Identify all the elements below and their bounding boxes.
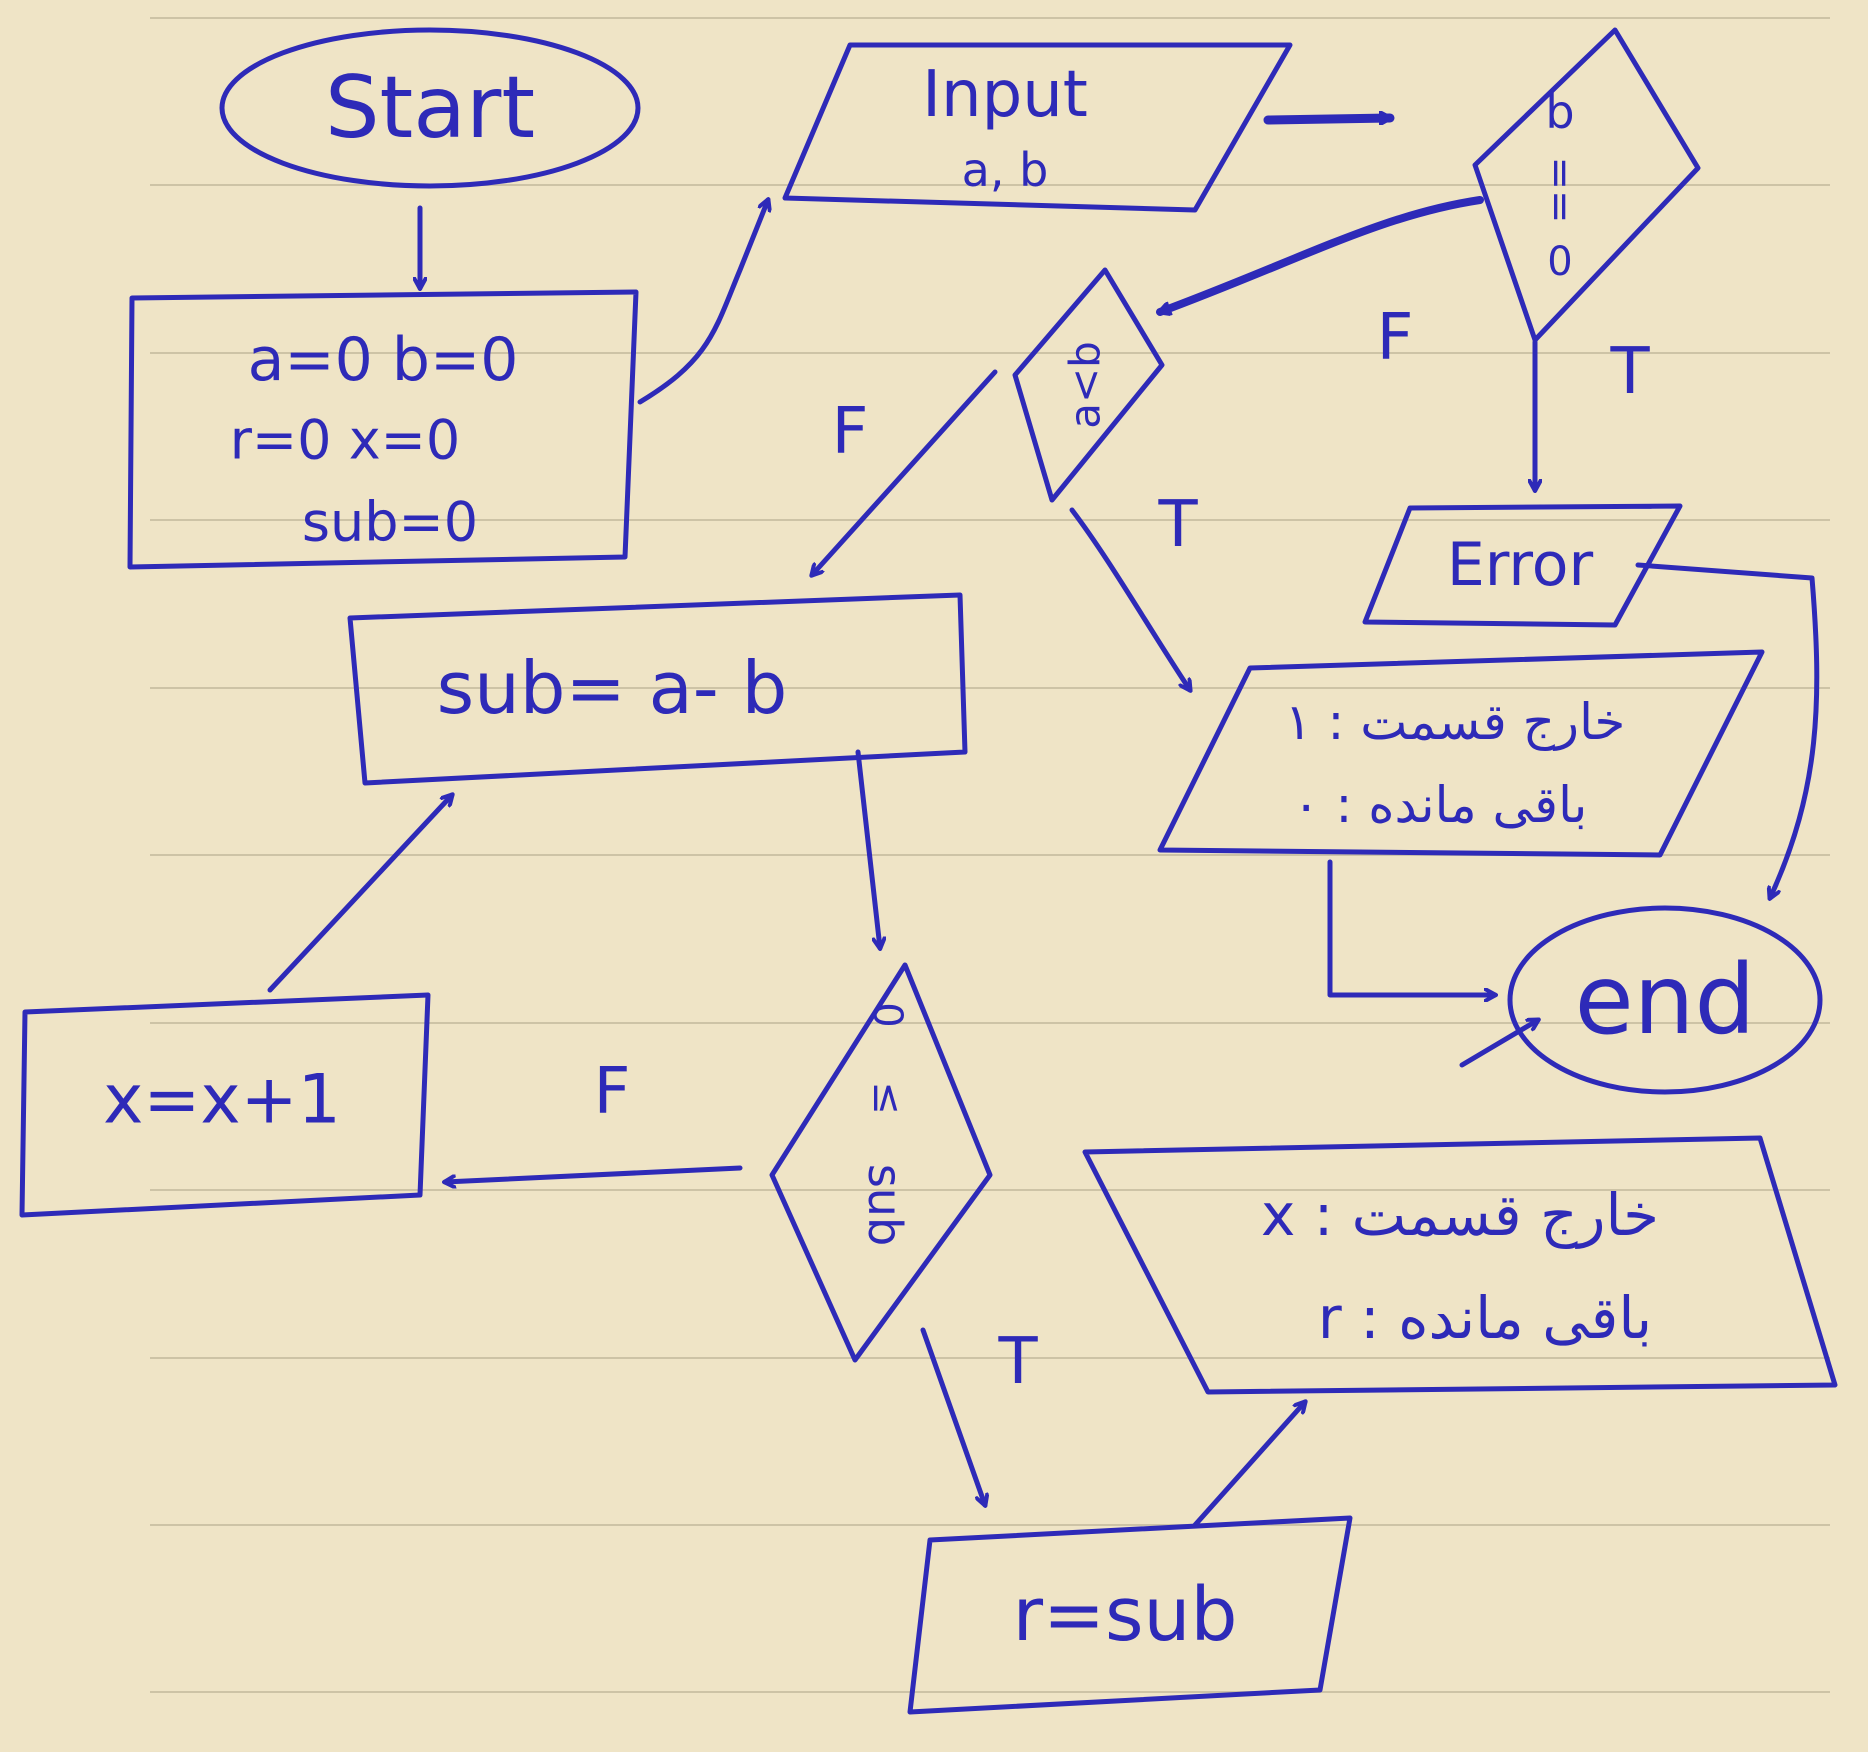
inc-x-label: x=x+1 — [103, 1061, 341, 1140]
init-line-2: r=0 x=0 — [230, 409, 461, 472]
output-2-line-1: خارج قسمت : x — [1261, 1181, 1659, 1249]
decision-b-zero-value: 0 — [1547, 239, 1572, 285]
decision-sub-value: 0 — [864, 1002, 910, 1027]
input-parallelogram: Input a, b — [782, 42, 1293, 213]
edge-assign-r-to-output-2 — [1192, 1402, 1305, 1528]
label-sub-false: F — [594, 1055, 631, 1129]
output-2-line-2: باقی مانده : r — [1318, 1284, 1652, 1352]
sub-calc-label: sub= a- b — [437, 646, 788, 730]
label-b-zero-true: T — [1609, 335, 1650, 409]
edge-error-to-end — [1635, 562, 1820, 898]
decision-a-lt-b-label: a<b — [1061, 341, 1110, 429]
label-a-lt-b-false: F — [832, 395, 869, 469]
label-b-zero-false: F — [1377, 301, 1414, 375]
error-label: Error — [1447, 530, 1594, 600]
decision-b-zero-var: b — [1545, 85, 1574, 139]
decision-b-zero-op: == — [1537, 156, 1583, 223]
edge-labels: T F F T F T — [594, 301, 1651, 1399]
output-1-line-1: خارج قسمت : ۱ — [1285, 693, 1625, 751]
edge-b-zero-false-to-a-lt-b — [1156, 196, 1484, 312]
sub-calc-process-box: sub= a- b — [347, 592, 968, 786]
inc-x-process-box: x=x+1 — [19, 992, 431, 1218]
edge-output-1-to-end — [1327, 859, 1495, 995]
edge-a-lt-b-true-to-output-1 — [1069, 507, 1190, 690]
edge-sub-to-sub-decision — [855, 749, 880, 948]
label-sub-true: T — [997, 1325, 1038, 1399]
input-label: Input — [922, 58, 1088, 132]
label-a-lt-b-true: T — [1157, 488, 1198, 562]
end-terminator: end — [1507, 905, 1823, 1095]
end-label: end — [1575, 944, 1756, 1056]
assign-r-label: r=sub — [1013, 1572, 1238, 1658]
output-remainder-zero: خارج قسمت : ۱ باقی مانده : ۰ — [1157, 649, 1765, 858]
edge-a-lt-b-false-to-sub — [812, 369, 998, 575]
start-label: Start — [325, 58, 535, 158]
edge-input-to-b-zero — [1263, 118, 1395, 120]
start-terminator: Start — [219, 27, 641, 189]
edge-init-to-input — [637, 200, 768, 405]
error-output: Error — [1362, 503, 1683, 628]
output-quotient-remainder: خارج قسمت : x باقی مانده : r — [1082, 1135, 1838, 1395]
init-line-1: a=0 b=0 — [248, 325, 519, 395]
assign-r-process-box: r=sub — [907, 1515, 1353, 1715]
edge-sub-decision-false-to-inc-x — [445, 1165, 743, 1182]
input-vars: a, b — [962, 143, 1049, 197]
edge-sub-decision-true-to-assign-r — [920, 1327, 985, 1505]
decision-b-equals-zero: b == 0 — [1472, 27, 1701, 343]
init-line-3: sub=0 — [302, 491, 478, 554]
edge-output-2-to-end — [1459, 1020, 1538, 1068]
decision-sub-op: ≤ — [864, 1081, 910, 1115]
connectors — [267, 118, 1820, 1528]
edge-inc-x-to-sub — [267, 795, 452, 993]
init-process-box: a=0 b=0 r=0 x=0 sub=0 — [127, 289, 639, 570]
decision-sub-le-zero: 0 ≤ sub — [769, 962, 993, 1363]
output-1-line-2: باقی مانده : ۰ — [1293, 776, 1588, 834]
decision-sub-var: sub — [858, 1164, 912, 1246]
decision-a-less-than-b: a<b — [1012, 267, 1165, 503]
